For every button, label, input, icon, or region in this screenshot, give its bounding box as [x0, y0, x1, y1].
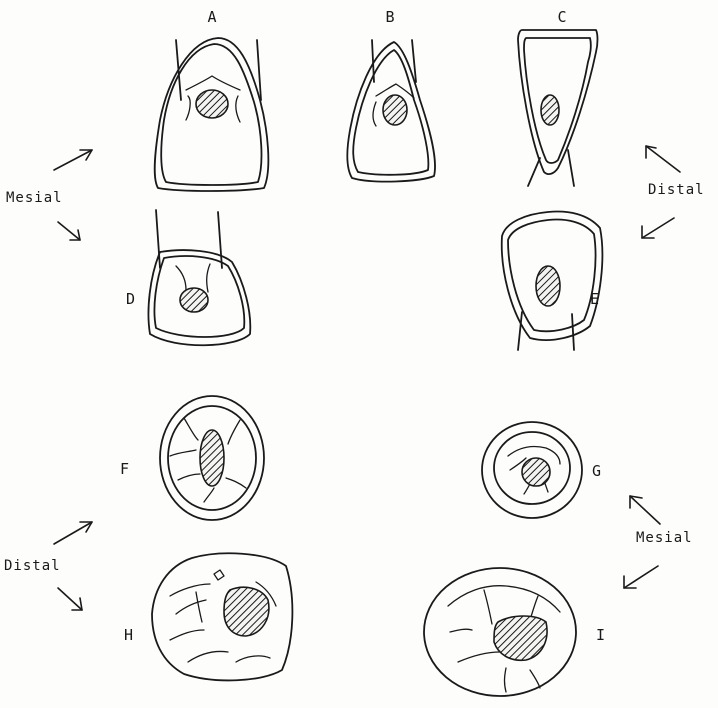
arrow-mesial-top-down — [58, 222, 80, 240]
arrow-mesial-top-up — [54, 150, 92, 170]
tooth-g — [482, 422, 582, 518]
label-e: E — [590, 290, 599, 308]
arrow-distal-top-up — [646, 146, 680, 172]
direction-label-bottom-right: Mesial — [636, 530, 693, 546]
arrow-distal-top-down — [642, 218, 674, 238]
label-h: H — [124, 626, 133, 644]
arrow-mesial-bottom-down — [624, 566, 658, 588]
arrow-mesial-bottom-up — [630, 496, 660, 524]
label-i: I — [596, 626, 605, 644]
label-f: F — [120, 460, 129, 478]
arrow-distal-bottom-up — [54, 522, 92, 544]
tooth-i — [424, 568, 576, 696]
label-b: B — [385, 8, 394, 26]
direction-label-top-right: Distal — [648, 182, 705, 198]
tooth-f — [160, 396, 264, 520]
tooth-c — [518, 30, 598, 186]
arrow-distal-bottom-down — [58, 588, 82, 610]
direction-label-top-left: Mesial — [6, 190, 63, 206]
label-d: D — [126, 290, 135, 308]
tooth-d — [148, 210, 250, 345]
label-c: C — [557, 8, 566, 26]
tooth-h — [152, 553, 292, 680]
label-a: A — [207, 8, 216, 26]
tooth-e — [502, 212, 603, 350]
tooth-b — [347, 40, 435, 182]
direction-label-bottom-left: Distal — [4, 558, 61, 574]
tooth-a — [155, 38, 269, 191]
label-g: G — [592, 462, 601, 480]
